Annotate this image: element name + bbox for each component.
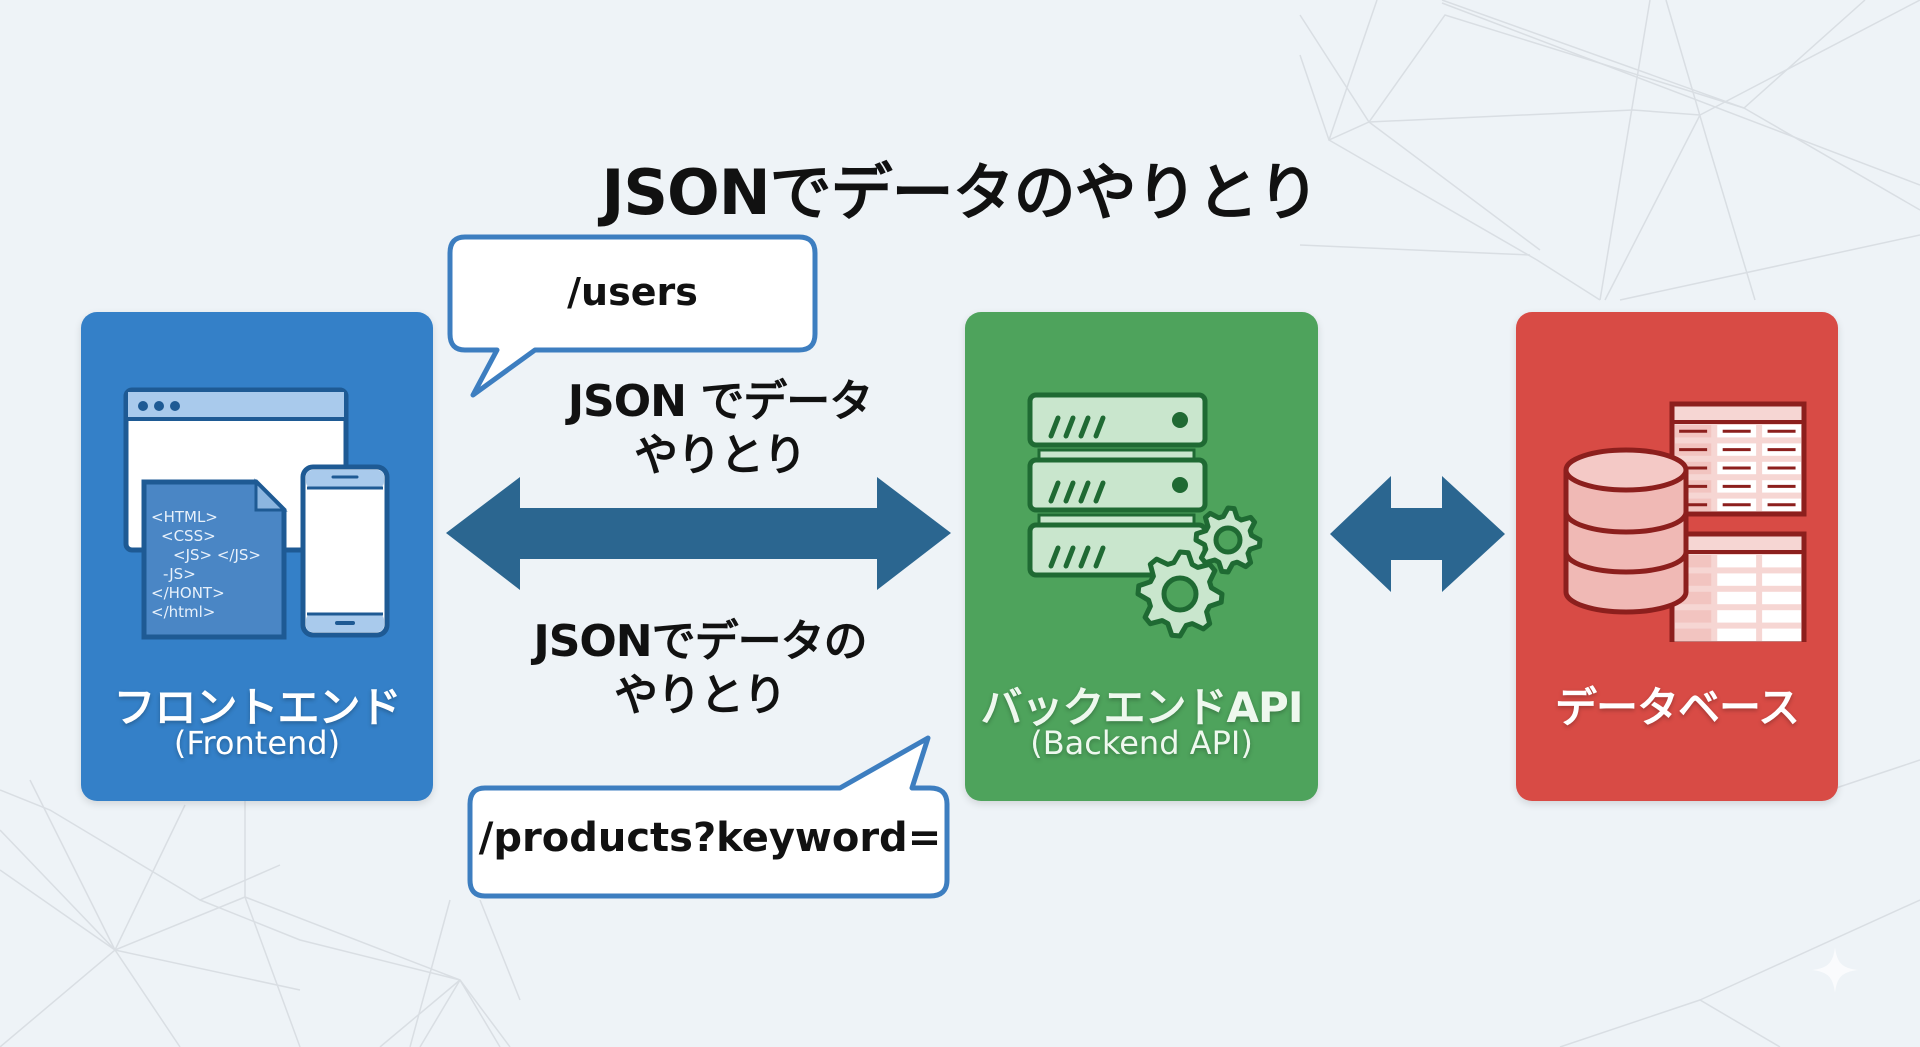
diagram-title: JSONでデータのやりとり (601, 156, 1319, 229)
speech-bubble-products (467, 735, 950, 899)
table-grid-icon (1669, 531, 1807, 642)
server-gears-icon (1027, 392, 1263, 639)
double-arrow-frontend-backend (446, 477, 951, 590)
backend-node: バックエンドAPI (Backend API) (965, 312, 1318, 801)
browser-code-mobile-icon: <HTML><CSS><JS> </JS>-JS></HONT></html> (123, 387, 390, 640)
exchange-label-bottom-line2: やりとり (614, 670, 787, 721)
table-cell (1762, 573, 1801, 586)
table-grid-icon (1669, 401, 1807, 517)
frontend-sublabel: (Frontend) (173, 724, 341, 762)
exchange-label-top-line2: やりとり (634, 430, 807, 481)
database-node: データベース (1516, 312, 1838, 801)
database-label: データベース (1555, 683, 1800, 732)
exchange-label-bottom: JSONでデータの やりとり (500, 615, 900, 723)
frontend-label: フロントエンド (113, 683, 401, 732)
backend-label: バックエンドAPI (980, 683, 1304, 732)
exchange-label-top-line1: JSON でデータ (567, 376, 874, 427)
table-cell (1717, 628, 1757, 641)
table-cell (1762, 628, 1801, 641)
table-cell (1717, 555, 1757, 568)
code-line: -JS> (163, 565, 196, 583)
table-cell (1717, 573, 1757, 586)
table-cell (1762, 591, 1801, 605)
code-line: </HONT> (151, 584, 225, 602)
table-cell (1717, 610, 1757, 623)
request-users-text: /users (567, 270, 698, 314)
sparkle-icon (1812, 947, 1858, 993)
exchange-label-bottom-line1: JSONでデータの (533, 616, 867, 667)
code-line: <HTML> (151, 508, 218, 526)
code-line: <CSS> (161, 527, 216, 545)
frontend-node: <HTML><CSS><JS> </JS>-JS></HONT></html> … (81, 312, 433, 801)
table-cell (1717, 591, 1757, 605)
code-line: </html> (151, 603, 215, 621)
speech-bubble-users (447, 234, 818, 398)
table-cell (1762, 610, 1801, 623)
gear-large-icon (1135, 549, 1225, 639)
table-cell (1675, 628, 1712, 641)
table-cell (1762, 555, 1801, 568)
double-arrow-backend-database (1330, 476, 1505, 592)
gear-small-icon (1193, 505, 1263, 575)
table-cell (1675, 610, 1712, 623)
backend-sublabel: (Backend API) (1030, 724, 1253, 762)
database-tables-icon (1563, 401, 1807, 642)
exchange-label-top: JSON でデータ やりとり (540, 375, 900, 483)
request-products-text: /products?keyword= (478, 815, 942, 861)
code-line: <JS> </JS> (173, 546, 261, 564)
